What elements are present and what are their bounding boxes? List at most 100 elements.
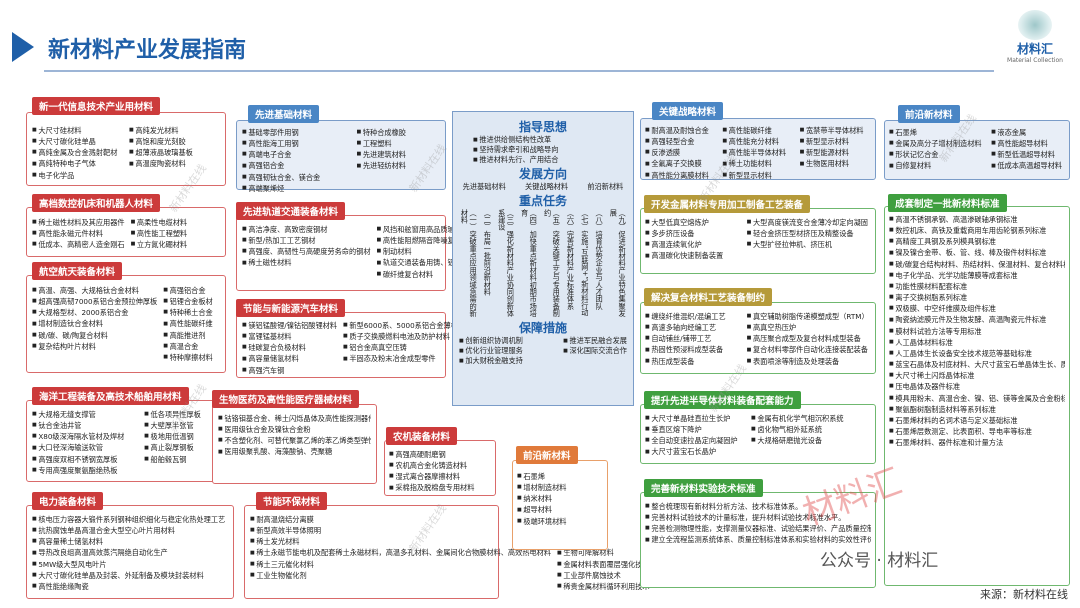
- nev-left: 镁铝锰酸锂/镍钴铝酸锂材料富锂锰基材料硅碳复合负极材料高容量储氢材料高强汽车钢: [242, 320, 337, 376]
- list-item: 高能推进剂: [163, 330, 220, 341]
- list-item: 先进轻纺材料: [357, 160, 440, 171]
- list-item: 膜材料试验方法等专用标准: [889, 326, 1065, 337]
- list-item: 新型/热加工工艺钢材: [242, 235, 371, 246]
- list-item: 碳/碳复合结构材料、热结材料、保温材料、复合材料标准: [889, 259, 1065, 270]
- list-item: 高容量稀土储氢材料: [32, 536, 228, 547]
- list-item: 高性能海工用钢: [242, 138, 351, 149]
- standard-box: 高温不锈钢承钢、高温渗碳轴承钢标准数控机床、高铁及重载商用车用齿轮钢系列标准高精…: [884, 206, 1070, 586]
- task-8: （八）培育优势企业与人才团队: [595, 209, 605, 310]
- list-item: 多步挤压设备: [645, 228, 741, 239]
- list-item: 自动铺丝/铺带工艺: [645, 333, 741, 344]
- frontier-top-label: 前沿新材料: [898, 105, 960, 123]
- list-item: 铝锂合金板材: [163, 296, 220, 307]
- list-item: 高性能阻燃隔音降噪复合材料: [377, 235, 476, 246]
- logo-subtitle: Material Collection: [1007, 57, 1063, 64]
- source-note: 来源：新材料在线: [980, 588, 1068, 601]
- list-item: 湿式离合器摩擦材料: [389, 471, 491, 482]
- semi-box: 大尺寸单晶硅直拉生长炉垂直区熔下降炉全自动变速拉晶定向凝固炉大尺寸蓝宝石长晶炉 …: [640, 404, 876, 464]
- list-item: 全自动变速拉晶定向凝固炉: [645, 435, 745, 446]
- comp-label: 解决复合材料工艺装备制约: [644, 288, 773, 306]
- basic-right: 特种合成橡胶工程塑料先进建筑材料先进轻纺材料: [357, 127, 440, 194]
- list-item: 功能性膜材料配套标准: [889, 281, 1065, 292]
- frontier-mid-label: 前沿新材料: [516, 446, 578, 464]
- list-item: 高压聚合成型及复合材料成型装备: [747, 333, 871, 344]
- list-item: 复合材料零部件自动化连接装配装备: [747, 344, 871, 355]
- list-item: 金属有机化学气相沉积系统: [751, 413, 871, 424]
- list-item: 高温连续氧化炉: [645, 239, 741, 250]
- green-left: 耐高温烧结分离膜新型高效半导体照明稀土发光材料稀土永磁节能电机及配套稀土永磁材料…: [250, 514, 551, 592]
- list-item: 镍及镍合金带、板、管、线、棒及锻件材料标准: [889, 247, 1065, 258]
- info-label: 新一代信息技术产业用材料: [32, 97, 161, 115]
- list-item: 复杂结构叶片材料: [32, 341, 157, 352]
- page-title: 新材料产业发展指南: [48, 38, 247, 63]
- list-item: 大尺寸硅材料: [32, 125, 123, 136]
- list-item: 完善材料试验技术的计量标准，提升材料试验技术标准水平。: [645, 512, 871, 523]
- list-item: 人工晶体生长设备安全技术规范等基础标准: [889, 348, 1065, 359]
- task-9: （九）促进新材料产业特色集聚发展: [609, 209, 628, 317]
- list-item: 整合梳理现有新材料分析方法、技术标准体系。: [645, 501, 871, 512]
- list-item: 超高强高韧7000系铝合金预拉伸厚板: [32, 296, 157, 307]
- ocean-label: 海洋工程装备及高技术船舶用材料: [32, 387, 189, 405]
- direction-key: 关键战略材料: [525, 182, 569, 191]
- test-label: 完善新材料实验技术标准: [644, 479, 763, 497]
- task-5: （五）突破关键工艺与专用装备制约: [543, 209, 562, 317]
- list-item: 导热改良组高温高效蒸汽隔绝自动化生产: [32, 547, 228, 558]
- list-item: 稀土功能材料: [722, 158, 793, 169]
- list-item: 新型显示材料: [722, 170, 793, 181]
- list-item: 石墨烯: [889, 127, 985, 138]
- list-item: 船舶毂瓦钢: [144, 454, 220, 465]
- ocean-box: 大规格无缝支撑管钛合金油井管X80级深海隔水管材及焊材大口径深海输送软管高强度双…: [26, 400, 226, 482]
- task-3: （三）强化新材料产业协同创新体系建设: [497, 209, 516, 317]
- list-item: 特种稀土合金: [163, 307, 220, 318]
- list-item: 石墨烯材料的名词术语与定义基础标准: [889, 415, 1065, 426]
- list-item: 大规格研磨抛光设备: [751, 435, 871, 446]
- standard-label: 成套制定一批新材料标准: [888, 194, 1007, 212]
- list-item: 石墨烯材料、器件标准和计量方法: [889, 437, 1065, 448]
- frontier-top-right: 液态金属高性能超导材料新型低温超导材料低成本高温超导材料: [991, 127, 1065, 172]
- list-item: 缠绕纤维混织/混编工艺: [645, 311, 741, 322]
- list-item: 高性能绝缘陶瓷: [32, 581, 228, 592]
- list-item: 石墨烯层数测定、比表面积、导电率等标准: [889, 426, 1065, 437]
- info-box: 大尺寸硅材料大尺寸碳化硅单晶高纯金属及合金溅射靶材高纯特种电子气体电子化学品 高…: [26, 112, 226, 186]
- list-item: 农机高合金化铸造材料: [389, 460, 491, 471]
- direction-title: 发展方向: [518, 167, 567, 181]
- list-item: 高强铝合金: [242, 160, 351, 171]
- logo-name: 材料汇: [1016, 42, 1053, 56]
- list-item: 超导材料: [517, 504, 603, 515]
- list-item: 高强汽车钢: [242, 365, 337, 376]
- nev-box: 镁铝锰酸锂/镍钴铝酸锂材料富锂锰基材料硅碳复合负极材料高容量储氢材料高强汽车钢 …: [236, 312, 458, 378]
- list-item: 高温度陶瓷材料: [129, 158, 220, 169]
- list-item: 大规格无缝支撑管: [32, 409, 138, 420]
- list-item: 稀土发光材料: [250, 536, 551, 547]
- frontier-mid-box: 石墨烯增材制造材料纳米材料超导材料极端环境材料: [512, 460, 608, 550]
- list-item: 高性能永磁元件材料: [32, 228, 125, 239]
- task-4: （四）加快重点新材料初期市场培育: [520, 209, 539, 317]
- list-item: 高强轻型合金: [645, 136, 716, 147]
- semi-label: 提升先进半导体材料装备配套能力: [644, 391, 801, 409]
- list-item: 大尺寸稀土闪烁晶体标准: [889, 370, 1065, 381]
- list-item: 稀土三元催化材料: [250, 559, 551, 570]
- bio-list: 钴铬钼基合金、稀土闪烁晶体及高性能探测器件医用级钛合金及镍钛合金粉不含塑化剂、可…: [218, 413, 371, 458]
- list-item: 工程塑料: [357, 138, 440, 149]
- list-item: 增材制造钛合金材料: [32, 318, 157, 329]
- list-item: 大尺寸蓝宝石长晶炉: [645, 446, 745, 457]
- list-item: 不含塑化剂、可替代聚氯乙烯的苯乙烯类型弹性体医用高分子材料: [218, 435, 371, 446]
- ocean-right: 低各项异性厚板大壁厚半张管极地用低温钢高止裂厚钢板船舶毂瓦钢: [144, 409, 220, 476]
- task-2: （二）布局一批前沿新材料: [483, 209, 493, 296]
- list-item: 轨道交通装备用铸、铝合金: [377, 257, 477, 268]
- list-item: 高性能碳纤维: [163, 318, 220, 329]
- list-item: 大尺寸碳化硅单晶: [32, 136, 123, 147]
- list-item: 大型低真空熔炼炉: [645, 217, 741, 228]
- list-item: 新型高效半导体照明: [250, 525, 551, 536]
- agri-list: 高强高硬耐磨钢农机高合金化铸造材料湿式离合器摩擦材料采棉指及脱棉盘专用材料: [389, 449, 491, 494]
- list-item: 坚持需求牵引和战略导向: [473, 145, 633, 155]
- list-item: 轻合金挤压型材挤压及精整设备: [747, 228, 871, 239]
- list-item: 深化国际交流合作: [563, 346, 627, 356]
- power-label: 电力装备材料: [32, 492, 104, 510]
- task-7: （七）实施“互联网+”新材料行动: [580, 209, 590, 317]
- key-mid: 高性能碳纤维高性能充分材料高性能半导体材料稀土功能材料新型显示材料: [722, 125, 793, 181]
- list-item: 高真空热压炉: [747, 322, 871, 333]
- list-item: 优化行业管理服务: [459, 346, 523, 356]
- list-item: 电子化学品: [32, 170, 123, 181]
- list-item: 钴铬钼基合金、稀土闪烁晶体及高性能探测器件: [218, 413, 371, 424]
